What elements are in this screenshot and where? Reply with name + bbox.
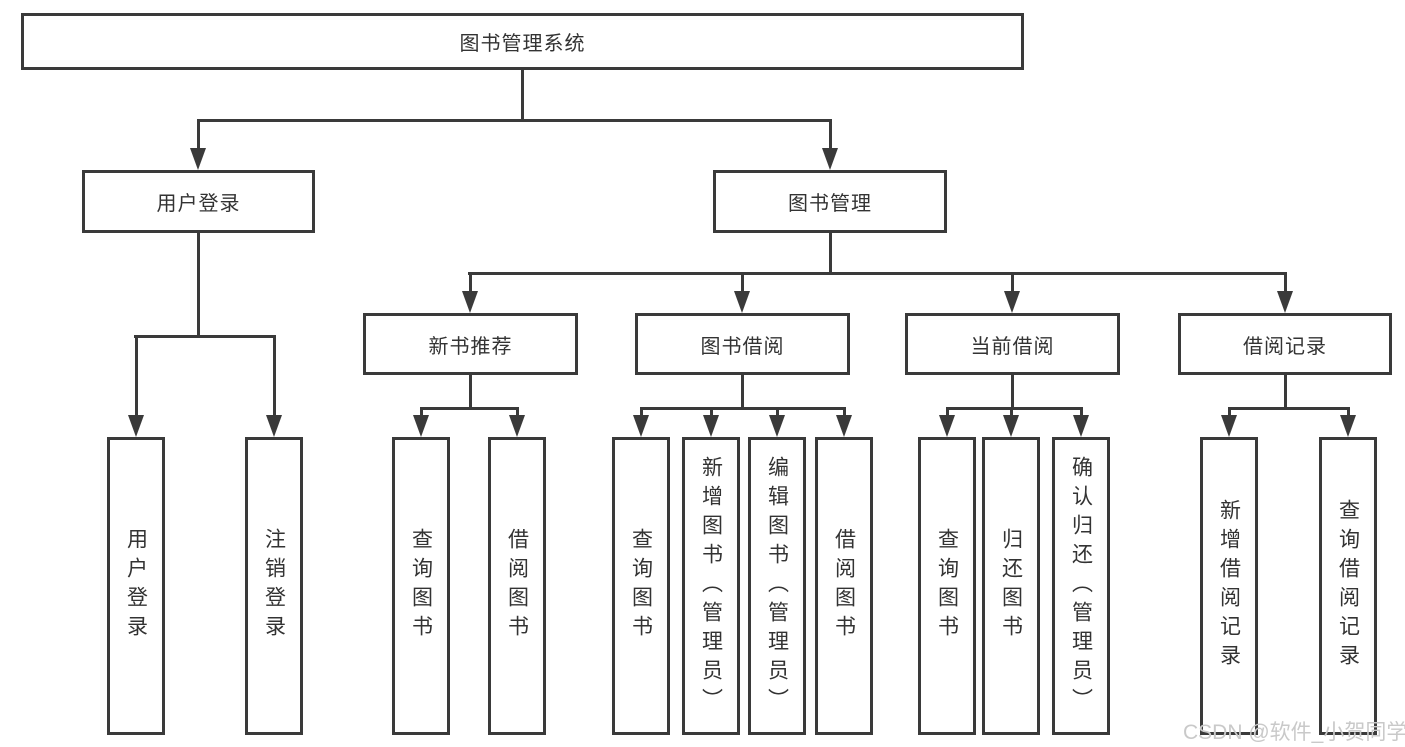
connector-shaft — [1347, 407, 1350, 415]
node-label: 用户登录 — [156, 193, 241, 215]
arrow-down-icon — [769, 415, 785, 437]
arrow-down-icon — [1221, 415, 1237, 437]
connector-book-borrowing-rail — [640, 407, 846, 410]
connector-shaft — [640, 407, 643, 415]
leaf-query-borrow-record: 查询借阅记录 — [1319, 437, 1377, 735]
leaf-user-login: 用户登录 — [107, 437, 165, 735]
leaf-label: 借阅图书 — [832, 528, 856, 644]
leaf-label: 查询图书 — [629, 528, 653, 644]
connector-shaft-book-management — [829, 119, 832, 148]
node-label: 图书管理 — [788, 193, 872, 215]
connector-shaft-leaf-logout — [273, 335, 276, 415]
leaf-confirm-return-admin: 确认归还（管理员） — [1052, 437, 1110, 735]
node-label: 图书管理系统 — [459, 33, 586, 55]
leaf-query-books-current: 查询图书 — [918, 437, 976, 735]
connector-root-rail — [197, 119, 832, 122]
connector-shaft — [1080, 407, 1083, 415]
arrow-down-icon — [633, 415, 649, 437]
node-user-login: 用户登录 — [82, 170, 315, 233]
leaf-label: 确认归还（管理员） — [1069, 455, 1093, 717]
connector-shaft — [1010, 407, 1013, 415]
node-label: 图书借阅 — [700, 335, 785, 358]
node-borrowing-records: 借阅记录 — [1178, 313, 1392, 375]
node-library-management-system: 图书管理系统 — [21, 13, 1024, 70]
node-book-borrowing: 图书借阅 — [635, 313, 850, 375]
arrow-down-icon — [939, 415, 955, 437]
connector-shaft-user-login — [197, 119, 200, 148]
connector-user-login-rail — [134, 335, 275, 338]
leaf-label: 查询图书 — [935, 528, 959, 644]
connector-shaft — [1228, 407, 1231, 415]
connector-new-recommend-rail — [420, 407, 519, 410]
arrow-down-icon — [703, 415, 719, 437]
connector-user-login-stem — [197, 232, 200, 335]
connector-book-borrowing-stem — [741, 375, 744, 407]
leaf-edit-books-admin: 编辑图书（管理员） — [748, 437, 806, 735]
leaf-label: 编辑图书（管理员） — [765, 455, 789, 717]
connector-shaft — [516, 407, 519, 415]
csdn-watermark: CSDN @软件_小贺同学 — [1183, 721, 1405, 744]
leaf-label: 查询借阅记录 — [1336, 499, 1360, 673]
connector-current-borrowing-rail — [946, 407, 1083, 410]
connector-book-management-rail — [468, 272, 1286, 275]
leaf-add-borrow-record: 新增借阅记录 — [1200, 437, 1258, 735]
connector-shaft — [710, 407, 713, 415]
leaf-return-books: 归还图书 — [982, 437, 1040, 735]
connector-borrowing-records-rail — [1228, 407, 1350, 410]
arrow-down-icon — [509, 415, 525, 437]
arrow-down-icon — [413, 415, 429, 437]
connector-new-recommend-stem — [469, 375, 472, 407]
arrow-down-icon — [822, 148, 838, 170]
arrow-down-icon — [1073, 415, 1089, 437]
connector-shaft — [776, 407, 779, 415]
leaf-label: 归还图书 — [999, 528, 1023, 644]
connector-shaft-borrowing-records — [1284, 272, 1287, 291]
connector-shaft — [946, 407, 949, 415]
connector-book-management-stem — [829, 232, 832, 272]
node-current-borrowing: 当前借阅 — [905, 313, 1120, 375]
leaf-label: 查询图书 — [409, 528, 433, 644]
connector-shaft-leaf-user-login — [135, 335, 138, 415]
arrow-down-icon — [836, 415, 852, 437]
connector-shaft-new-recommend — [469, 272, 472, 291]
connector-shaft — [843, 407, 846, 415]
node-book-management: 图书管理 — [713, 170, 947, 233]
leaf-logout-login: 注销登录 — [245, 437, 303, 735]
arrow-down-icon — [190, 148, 206, 170]
arrow-down-icon — [462, 291, 478, 313]
leaf-label: 新增借阅记录 — [1217, 499, 1241, 673]
leaf-borrow-books-recommend: 借阅图书 — [488, 437, 546, 735]
connector-current-borrowing-stem — [1011, 375, 1014, 407]
arrow-down-icon — [1277, 291, 1293, 313]
leaf-label: 新增图书（管理员） — [699, 455, 723, 717]
node-new-book-recommendation: 新书推荐 — [363, 313, 578, 375]
arrow-down-icon — [1340, 415, 1356, 437]
arrow-down-icon — [128, 415, 144, 437]
connector-shaft — [420, 407, 423, 415]
connector-shaft-current-borrowing — [1011, 272, 1014, 291]
node-label: 当前借阅 — [970, 335, 1055, 358]
connector-borrowing-records-stem — [1284, 375, 1287, 407]
node-label: 借阅记录 — [1243, 335, 1327, 358]
leaf-label: 注销登录 — [262, 528, 286, 644]
node-label: 新书推荐 — [428, 335, 513, 358]
arrow-down-icon — [266, 415, 282, 437]
leaf-label: 借阅图书 — [505, 528, 529, 644]
leaf-label: 用户登录 — [124, 528, 148, 644]
leaf-borrow-books-borrowing: 借阅图书 — [815, 437, 873, 735]
leaf-add-books-admin: 新增图书（管理员） — [682, 437, 740, 735]
arrow-down-icon — [1004, 291, 1020, 313]
arrow-down-icon — [734, 291, 750, 313]
connector-root-stem — [521, 69, 524, 119]
arrow-down-icon — [1003, 415, 1019, 437]
leaf-query-books-borrowing: 查询图书 — [612, 437, 670, 735]
leaf-query-books-recommend: 查询图书 — [392, 437, 450, 735]
connector-shaft-book-borrowing — [741, 272, 744, 291]
